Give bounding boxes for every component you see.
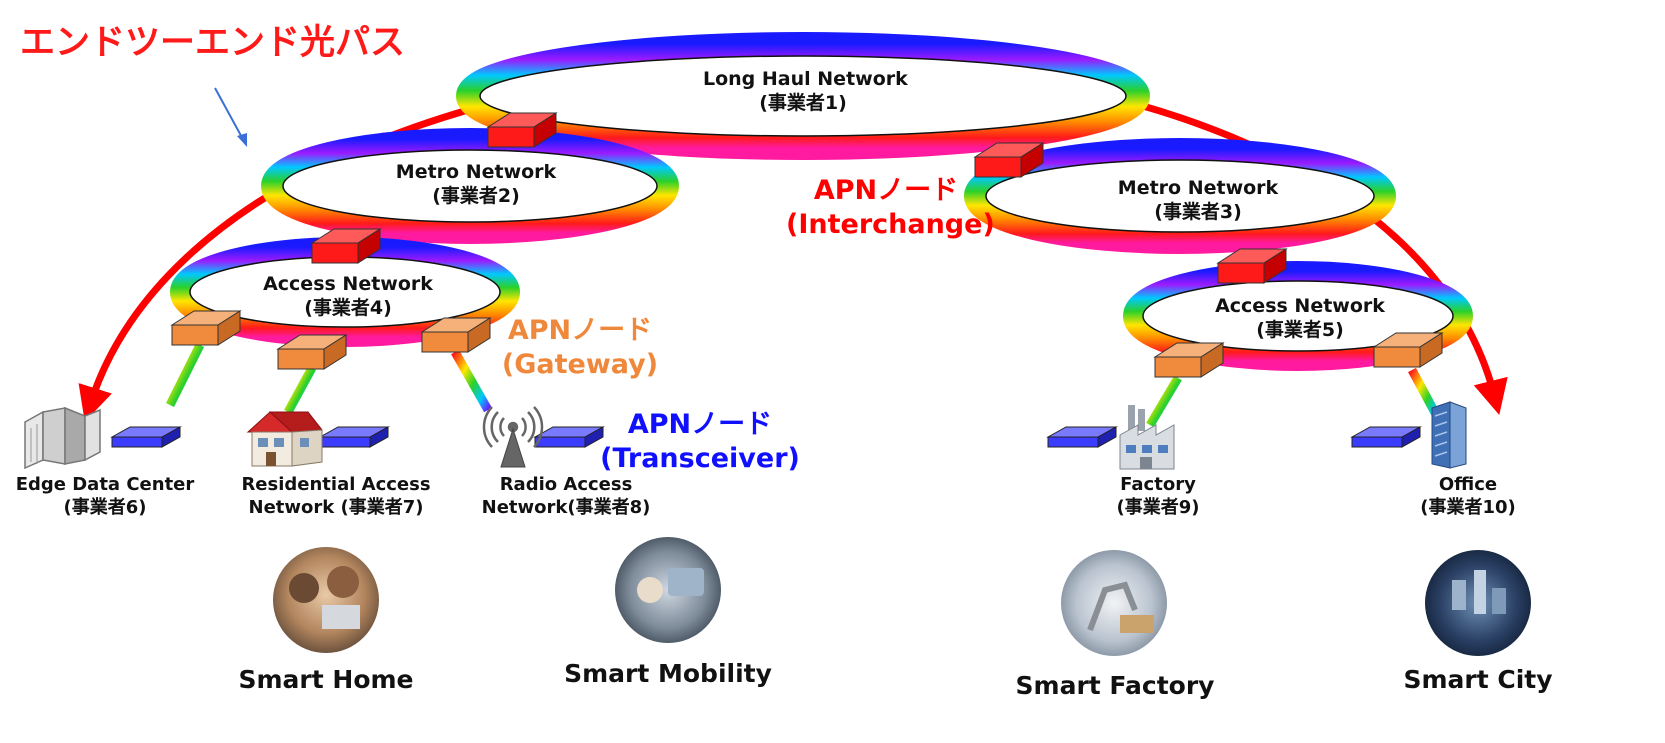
access-right-name: Access Network bbox=[1215, 295, 1385, 317]
metro-right-name: Metro Network bbox=[1117, 177, 1279, 199]
gateway-node-5 bbox=[1372, 332, 1444, 368]
residential-line1: Residential Access bbox=[241, 474, 431, 495]
smart-city-photo bbox=[1425, 550, 1531, 656]
title-pointer-arrow bbox=[214, 87, 246, 144]
factory-label: Factory (事業者9) bbox=[1088, 474, 1228, 519]
smart-city-label: Smart City bbox=[1403, 665, 1553, 694]
transceiver-node-5 bbox=[1350, 426, 1422, 448]
interchange-node-1 bbox=[486, 112, 558, 148]
access-left-operator: (事業者4) bbox=[304, 296, 392, 319]
office-label: Office (事業者10) bbox=[1398, 474, 1538, 519]
smart-mobility-photo bbox=[615, 537, 721, 643]
access-left-name: Access Network bbox=[263, 273, 433, 295]
edge-dc-line1: Edge Data Center bbox=[15, 474, 195, 495]
access-right-label: Access Network (事業者5) bbox=[1200, 295, 1400, 343]
page-title: エンドツーエンド光パス bbox=[20, 23, 406, 63]
office-line1: Office bbox=[1438, 474, 1498, 495]
gateway-node-1 bbox=[170, 310, 242, 346]
house-icon bbox=[246, 411, 323, 467]
gateway-node-2 bbox=[276, 334, 348, 370]
radio-line2: Network(事業者8) bbox=[481, 496, 651, 518]
radio-line1: Radio Access bbox=[499, 474, 633, 495]
apn-gateway-label: APNノード (Gateway) bbox=[500, 314, 660, 382]
transceiver-node-3 bbox=[533, 426, 605, 448]
radio-label: Radio Access Network(事業者8) bbox=[466, 474, 666, 519]
radio-tower-icon bbox=[482, 406, 544, 468]
metro-left-name: Metro Network bbox=[395, 161, 557, 183]
edge-dc-label: Edge Data Center (事業者6) bbox=[0, 474, 210, 519]
metro-left-label: Metro Network (事業者2) bbox=[376, 161, 576, 209]
smart-home-photo bbox=[273, 547, 379, 653]
office-building-icon bbox=[1431, 401, 1467, 469]
title-pointer-arrowhead bbox=[237, 133, 247, 147]
factory-line1: Factory bbox=[1120, 474, 1196, 495]
smart-factory-label: Smart Factory bbox=[1015, 671, 1215, 700]
apn-transceiver-line2: (Transceiver) bbox=[600, 442, 800, 474]
interchange-node-3 bbox=[310, 228, 382, 264]
ring-metro-left bbox=[261, 128, 679, 244]
metro-right-label: Metro Network (事業者3) bbox=[1098, 177, 1298, 225]
residential-label: Residential Access Network (事業者7) bbox=[226, 474, 446, 519]
apn-transceiver-line1: APNノード bbox=[627, 409, 773, 440]
transceiver-node-1 bbox=[110, 426, 182, 448]
apn-gateway-line2: (Gateway) bbox=[501, 348, 659, 380]
apn-gateway-line1: APNノード bbox=[507, 315, 653, 346]
ring-metro-right bbox=[964, 138, 1396, 254]
factory-line2: (事業者9) bbox=[1116, 496, 1200, 518]
factory-icon bbox=[1119, 405, 1175, 470]
apn-transceiver-label: APNノード (Transceiver) bbox=[600, 408, 800, 476]
ring-access-right bbox=[1123, 261, 1473, 371]
apn-interchange-line1: APNノード bbox=[813, 175, 959, 206]
gateway-node-3 bbox=[420, 317, 492, 353]
interchange-node-2 bbox=[973, 142, 1045, 178]
long-haul-label: Long Haul Network (事業者1) bbox=[703, 68, 908, 116]
long-haul-name: Long Haul Network bbox=[703, 68, 908, 90]
office-line2: (事業者10) bbox=[1420, 496, 1516, 518]
transceiver-node-4 bbox=[1046, 426, 1118, 448]
long-haul-operator: (事業者1) bbox=[759, 91, 847, 114]
access-right-operator: (事業者5) bbox=[1256, 318, 1344, 341]
residential-line2: Network (事業者7) bbox=[248, 496, 424, 518]
gateway-node-4 bbox=[1153, 342, 1225, 378]
apn-interchange-label: APNノード (Interchange) bbox=[786, 174, 995, 242]
metro-left-operator: (事業者2) bbox=[432, 184, 520, 207]
access-left-label: Access Network (事業者4) bbox=[248, 273, 448, 321]
ring-long-haul bbox=[456, 32, 1150, 160]
transceiver-node-2 bbox=[318, 426, 390, 448]
smart-home-label: Smart Home bbox=[238, 665, 414, 694]
interchange-node-4 bbox=[1216, 248, 1288, 284]
smart-mobility-label: Smart Mobility bbox=[564, 659, 772, 688]
edge-dc-line2: (事業者6) bbox=[63, 496, 147, 518]
apn-interchange-line2: (Interchange) bbox=[786, 208, 995, 240]
data-center-icon bbox=[24, 406, 101, 470]
smart-factory-photo bbox=[1061, 550, 1167, 656]
metro-right-operator: (事業者3) bbox=[1154, 200, 1242, 223]
drop-fibers bbox=[165, 342, 1444, 428]
